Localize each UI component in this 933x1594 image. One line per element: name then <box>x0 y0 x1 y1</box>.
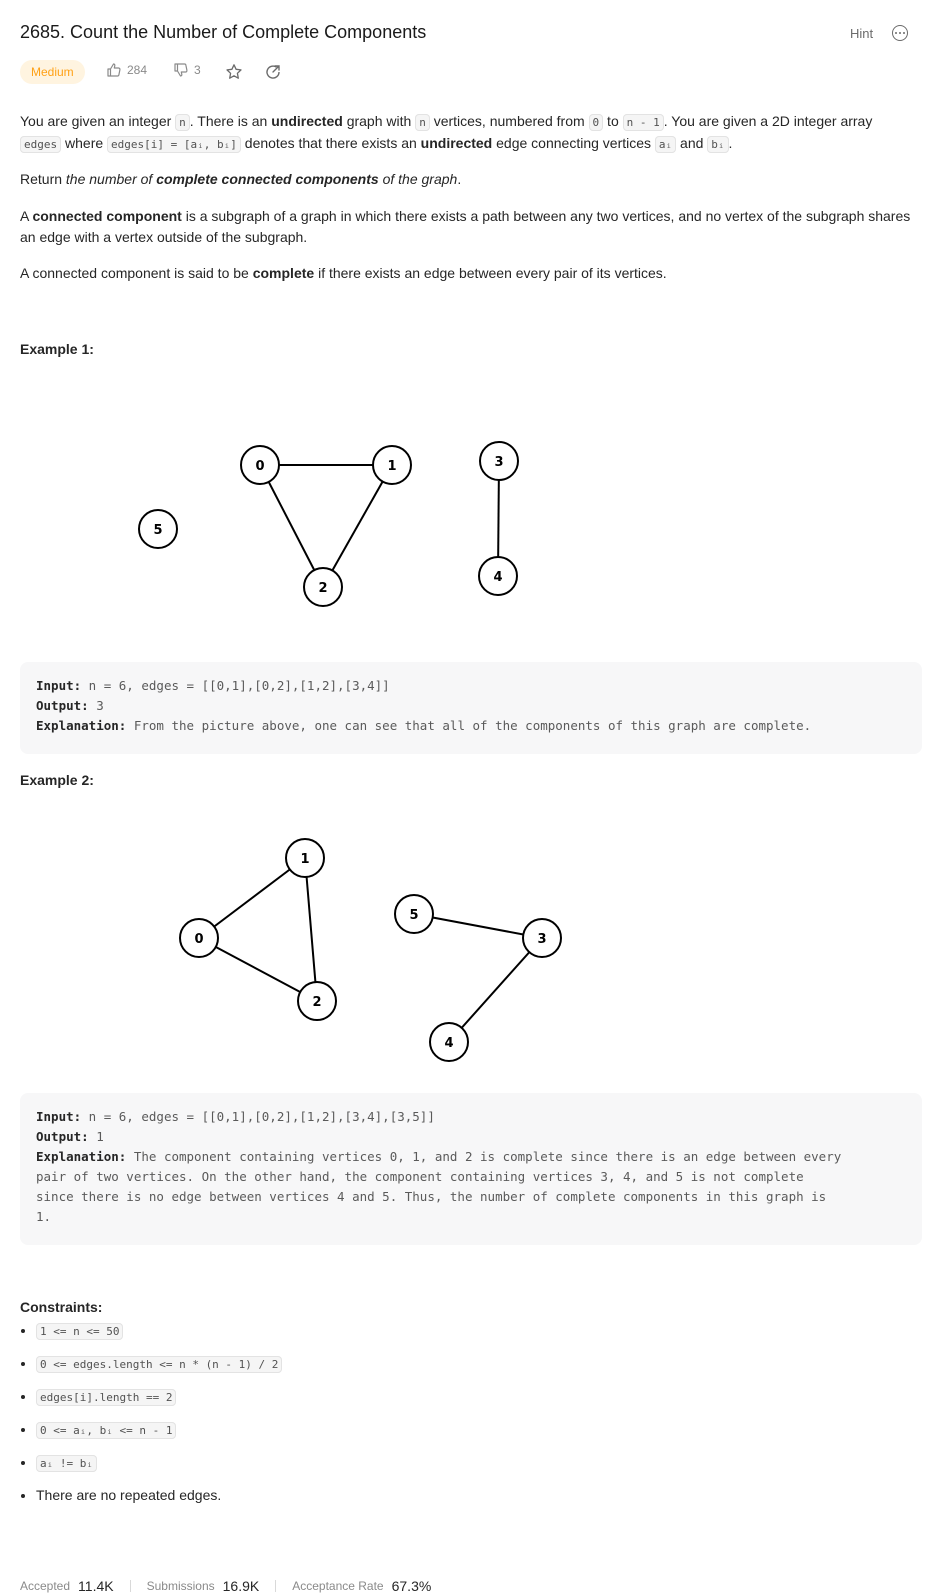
node-label: 3 <box>494 455 503 470</box>
node-label: 2 <box>318 581 327 596</box>
edge-5-3 <box>413 913 543 939</box>
example-2-block: Input: n = 6, edges = [[0,1],[0,2],[1,2]… <box>20 1093 922 1245</box>
constraint-item: aᵢ != bᵢ <box>36 1454 282 1487</box>
graph-node <box>240 445 280 485</box>
inline-code: edges <box>20 136 62 153</box>
node-label: 1 <box>300 852 309 867</box>
favorite-button[interactable] <box>224 62 244 82</box>
constraint-item: 1 <= n <= 50 <box>36 1322 282 1355</box>
edge-0-2 <box>259 464 324 588</box>
inline-code: n - 1 <box>622 114 664 131</box>
graph-node <box>394 894 434 934</box>
inline-code: aᵢ <box>654 136 677 153</box>
edge-0-2 <box>198 937 318 1002</box>
star-icon <box>226 64 242 79</box>
graph-node <box>138 509 178 549</box>
graph-node <box>429 1022 469 1062</box>
node-label: 5 <box>153 523 162 538</box>
submission-stats: Accepted 11.4K Submissions 16.9K Accepta… <box>20 1578 431 1594</box>
edge-0-1 <box>198 857 306 939</box>
node-label: 4 <box>444 1036 453 1051</box>
description-paragraph-2: Return the number of complete connected … <box>20 171 462 187</box>
example-1-block: Input: n = 6, edges = [[0,1],[0,2],[1,2]… <box>20 662 922 754</box>
node-label: 1 <box>387 459 396 474</box>
thumbs-up-icon <box>107 63 121 77</box>
description-paragraph-1: You are given an integer n. There is an … <box>20 113 873 153</box>
graph-node <box>522 918 562 958</box>
like-count: 284 <box>127 63 148 77</box>
share-button[interactable] <box>263 62 283 82</box>
constraint-item: There are no repeated edges. <box>36 1487 282 1520</box>
inline-code: n <box>175 114 190 131</box>
node-label: 2 <box>312 995 321 1010</box>
problem-title: 2685. Count the Number of Complete Compo… <box>20 22 427 42</box>
acceptance-rate-label: Acceptance Rate <box>292 1579 384 1593</box>
more-icon[interactable] <box>892 25 908 41</box>
edge-3-4 <box>448 937 543 1043</box>
constraint-item: edges[i].length == 2 <box>36 1388 282 1421</box>
graph-node <box>179 918 219 958</box>
edge-1-2 <box>304 857 318 1002</box>
inline-code: 0 <box>588 114 604 131</box>
constraint-item: 0 <= aᵢ, bᵢ <= n - 1 <box>36 1421 282 1454</box>
dislike-button[interactable]: 3 <box>173 62 201 78</box>
graph-node <box>478 556 518 596</box>
constraint-item: 0 <= edges.length <= n * (n - 1) / 2 <box>36 1355 283 1388</box>
example-1-graph: 0 1 2 3 4 5 <box>138 441 519 607</box>
inline-code: edges[i] = [aᵢ, bᵢ] <box>107 136 241 153</box>
accepted-label: Accepted <box>20 1579 71 1593</box>
graph-node <box>285 838 325 878</box>
constraints-heading: Constraints: <box>20 1299 103 1315</box>
description-paragraph-4: A connected component is said to be comp… <box>20 265 667 281</box>
example-1-heading: Example 1: <box>20 341 94 357</box>
node-label: 5 <box>409 908 418 923</box>
acceptance-rate-value: 67.3% <box>391 1578 432 1594</box>
accepted-value: 11.4K <box>78 1578 114 1594</box>
dislike-count: 3 <box>194 63 201 77</box>
description-paragraph-3: A connected component is a subgraph of a… <box>20 208 911 245</box>
like-button[interactable]: 284 <box>106 62 147 78</box>
inline-code: bᵢ <box>707 136 729 153</box>
submissions-value: 16.9K <box>222 1578 260 1594</box>
graph-node <box>297 981 337 1021</box>
node-label: 0 <box>255 459 264 474</box>
graph-node <box>372 445 412 485</box>
edge-1-2 <box>322 464 393 588</box>
node-label: 0 <box>194 932 203 947</box>
constraints-list: 1 <= n <= 50 0 <= edges.length <= n * (n… <box>20 1322 283 1520</box>
share-icon <box>266 65 280 79</box>
graph-node <box>303 567 343 607</box>
example-2-graph: 0 1 2 3 4 5 <box>179 838 562 1062</box>
inline-code: n <box>415 114 430 131</box>
thumbs-down-icon <box>174 63 188 77</box>
difficulty-badge: Medium <box>20 60 85 84</box>
submissions-label: Submissions <box>146 1579 215 1593</box>
example-2-heading: Example 2: <box>20 772 94 788</box>
hint-button[interactable]: Hint <box>850 26 874 41</box>
graph-node <box>479 441 519 481</box>
node-label: 3 <box>537 932 546 947</box>
node-label: 4 <box>493 570 502 585</box>
